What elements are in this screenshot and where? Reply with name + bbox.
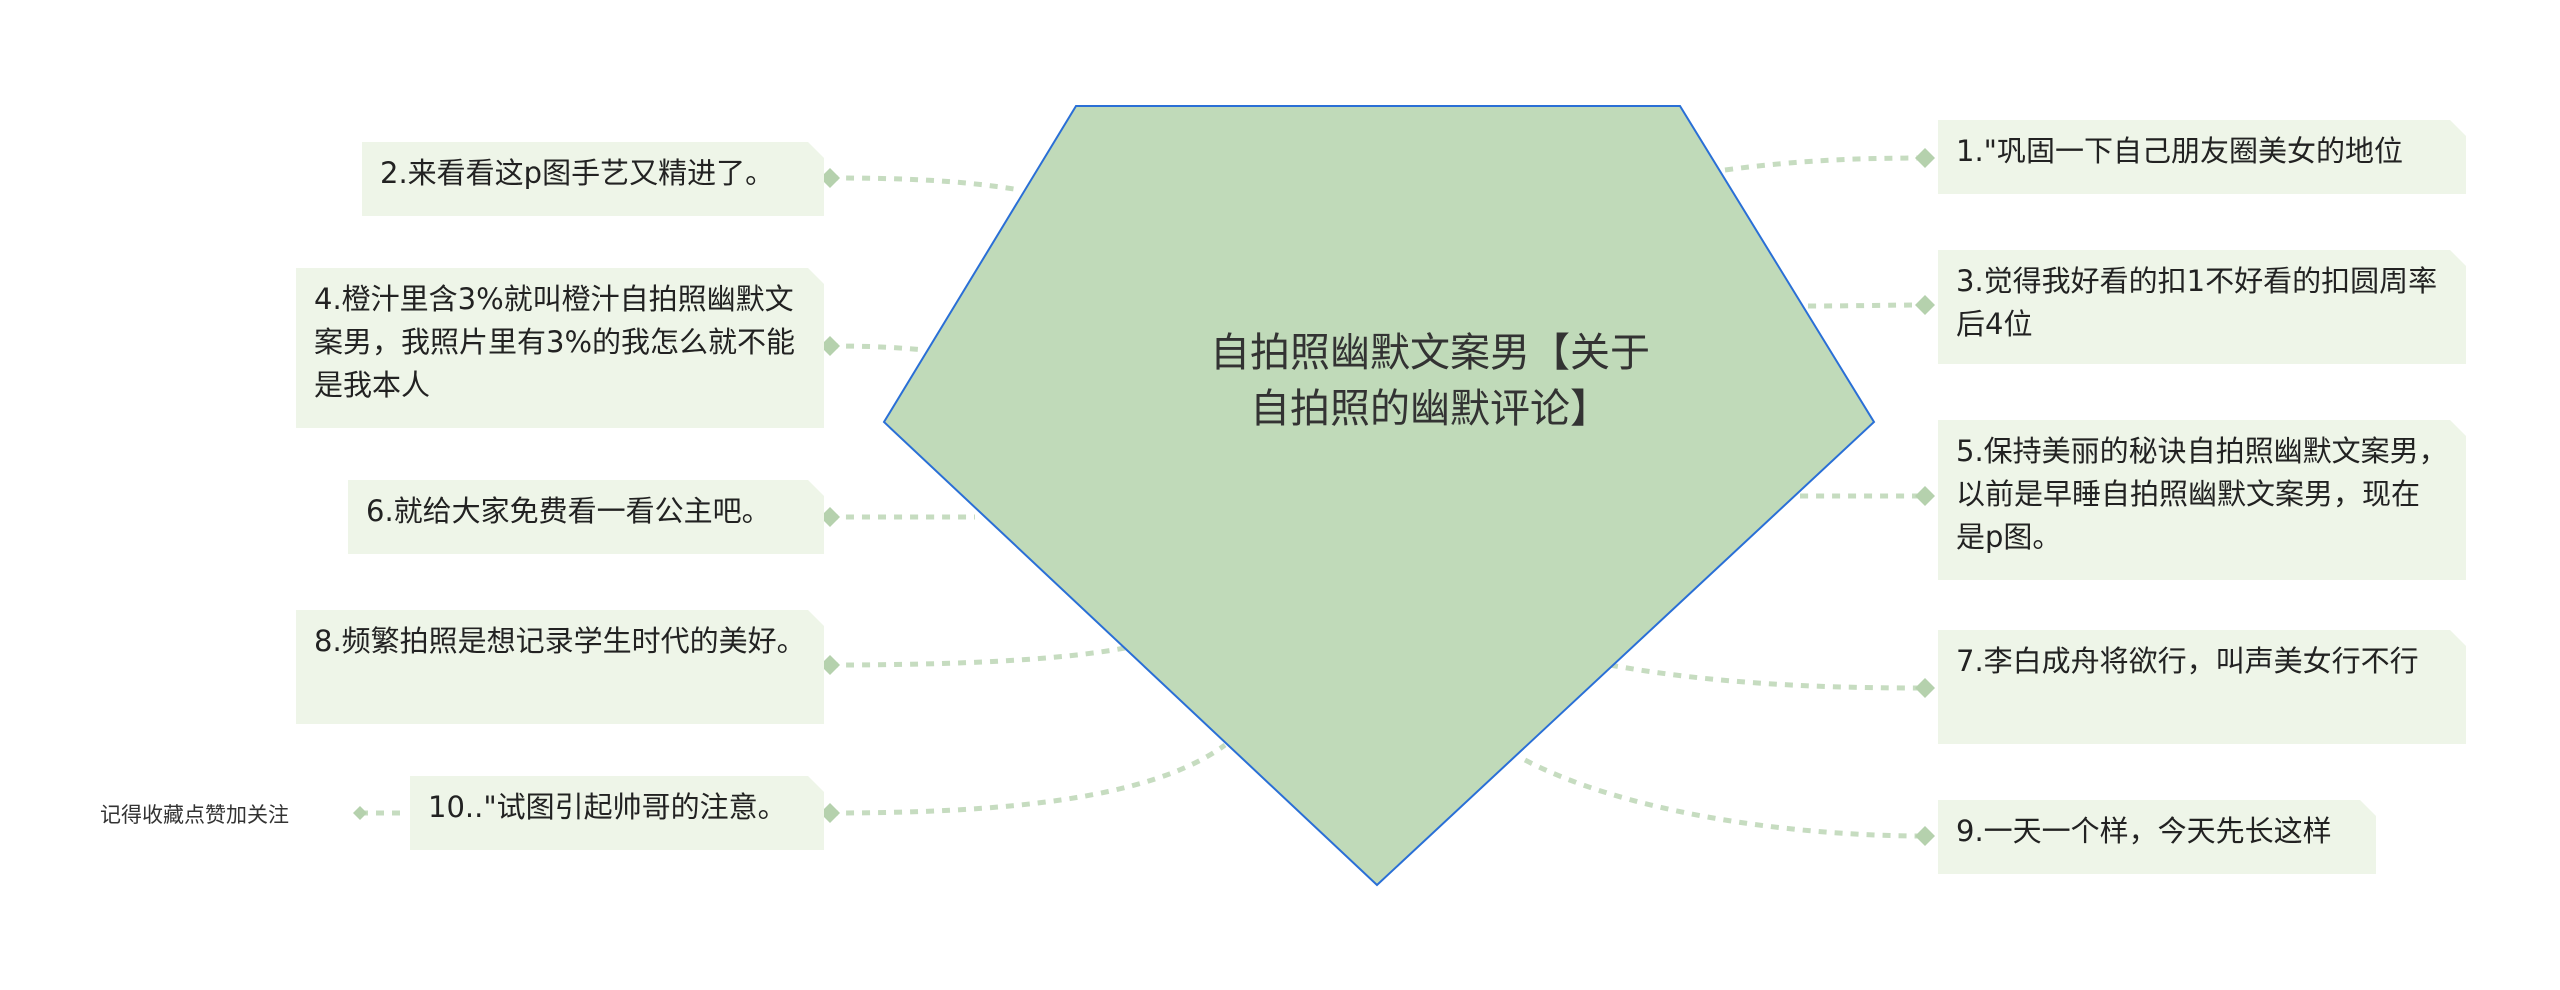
connector-n8	[829, 645, 1126, 668]
topic-node-7[interactable]: 7.李白成舟将欲行，叫声美女行不行	[1938, 630, 2466, 744]
topic-node-1[interactable]: 1."巩固一下自己朋友圈美女的地位	[1938, 120, 2466, 194]
diamond-handle-n10[interactable]	[820, 803, 840, 823]
connector-n1	[1724, 155, 1926, 173]
topic-node-6[interactable]: 6.就给大家免费看一看公主吧。	[348, 480, 824, 554]
topic-node-8[interactable]: 8.频繁拍照是想记录学生时代的美好。	[296, 610, 824, 724]
diamond-handle-n3[interactable]	[1915, 295, 1935, 315]
connector-n4	[829, 343, 926, 353]
topic-node-3[interactable]: 3.觉得我好看的扣1不好看的扣圆周率后4位	[1938, 250, 2466, 364]
topic-node-2[interactable]: 2.来看看这p图手艺又精进了。	[362, 142, 824, 216]
diamond-handle-n8[interactable]	[820, 655, 840, 675]
central-topic-line-1: 自拍照幽默文案男【关于	[1210, 330, 1650, 376]
topic-node-4[interactable]: 4.橙汁里含3%就叫橙汁自拍照幽默文案男，我照片里有3%的我怎么就不能是我本人	[296, 268, 824, 428]
footer-note: 记得收藏点赞加关注	[100, 803, 289, 827]
diamond-handle-n5[interactable]	[1915, 486, 1935, 506]
central-topic-shape[interactable]	[882, 105, 1876, 887]
connectors	[360, 155, 1926, 839]
diamond-handle-n4[interactable]	[820, 336, 840, 356]
diamond-handle-n1[interactable]	[1915, 148, 1935, 168]
diamond-handle-n7[interactable]	[1915, 678, 1935, 698]
connector-n9	[1523, 757, 1926, 839]
diamond-handle-n2[interactable]	[820, 168, 840, 188]
connector-n3	[1807, 302, 1926, 309]
diamond-handle-n6[interactable]	[820, 507, 840, 527]
central-topic-label[interactable]: 自拍照幽默文案男【关于 自拍照的幽默评论】	[1080, 325, 1780, 437]
connector-handles	[353, 148, 1935, 846]
diamond-handle-footer[interactable]	[353, 806, 367, 820]
topic-node-10[interactable]: 10.."试图引起帅哥的注意。	[410, 776, 824, 850]
central-topic-line-2: 自拍照的幽默评论】	[1250, 386, 1610, 432]
connector-n10	[829, 742, 1227, 816]
connector-n7	[1609, 662, 1926, 691]
topic-node-5[interactable]: 5.保持美丽的秘诀自拍照幽默文案男，以前是早睡自拍照幽默文案男，现在是p图。	[1938, 420, 2466, 580]
diamond-handle-n9[interactable]	[1915, 826, 1935, 846]
topic-node-9[interactable]: 9.一天一个样，今天先长这样	[1938, 800, 2376, 874]
connector-n2	[829, 175, 1021, 193]
